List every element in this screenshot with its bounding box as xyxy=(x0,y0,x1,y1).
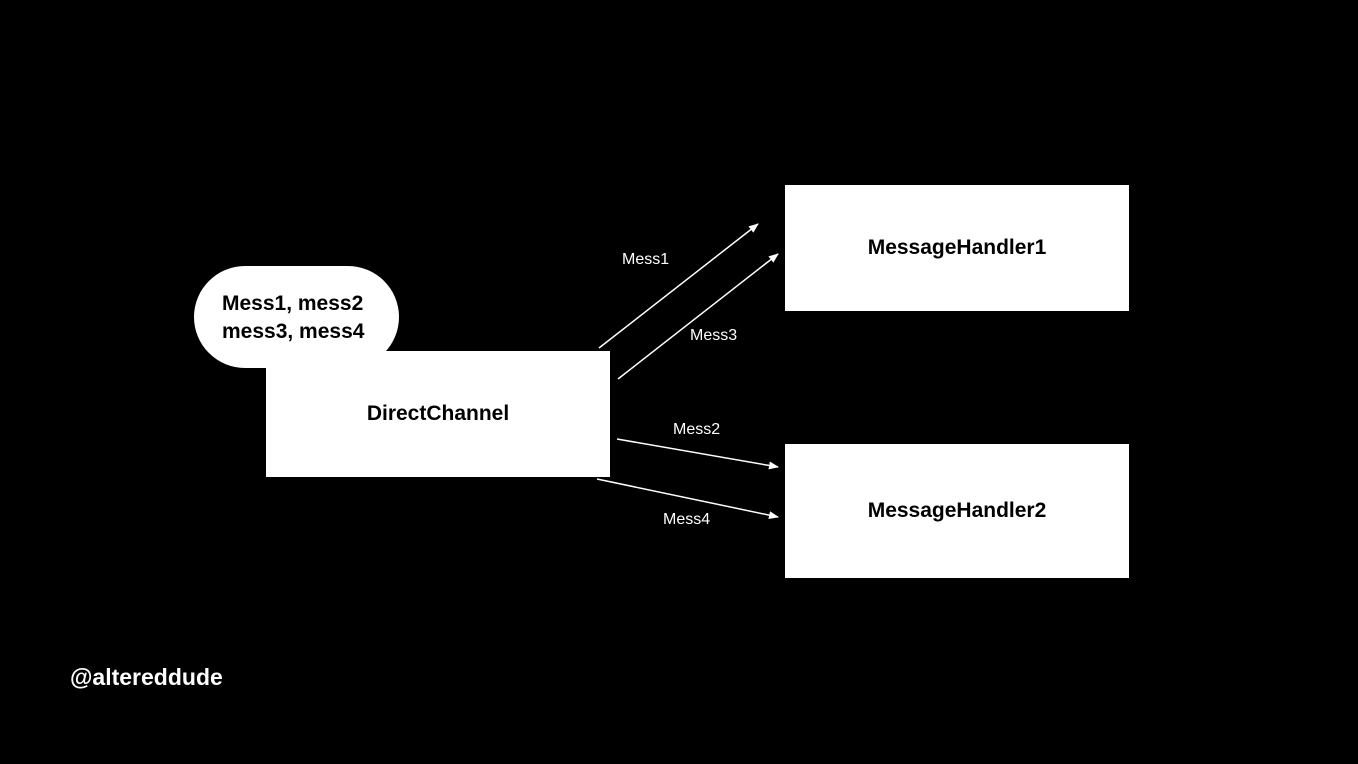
direct-channel-node: DirectChannel xyxy=(266,351,610,477)
message-queue-bubble: Mess1, mess2 mess3, mess4 xyxy=(194,266,399,368)
edge-label-mess4: Mess4 xyxy=(663,511,711,528)
message-handler-2-node: MessageHandler2 xyxy=(785,444,1129,578)
direct-channel-label: DirectChannel xyxy=(366,402,510,425)
message-queue-line-1: Mess1, mess2 xyxy=(222,292,364,315)
message-handler-1-node: MessageHandler1 xyxy=(785,185,1129,311)
message-queue-line-2: mess3, mess4 xyxy=(222,320,365,343)
arrow-mess1 xyxy=(598,223,759,349)
edge-label-mess1: Mess1 xyxy=(622,251,670,268)
message-handler-1-label: MessageHandler1 xyxy=(867,236,1047,259)
message-handler-2-label: MessageHandler2 xyxy=(867,499,1047,522)
edge-label-mess3: Mess3 xyxy=(690,327,738,344)
author-watermark: @altereddude xyxy=(70,664,223,690)
arrow-mess4 xyxy=(596,478,779,520)
arrow-mess2 xyxy=(616,438,779,470)
arrow-mess3 xyxy=(617,253,779,380)
edge-label-mess2: Mess2 xyxy=(673,421,721,438)
